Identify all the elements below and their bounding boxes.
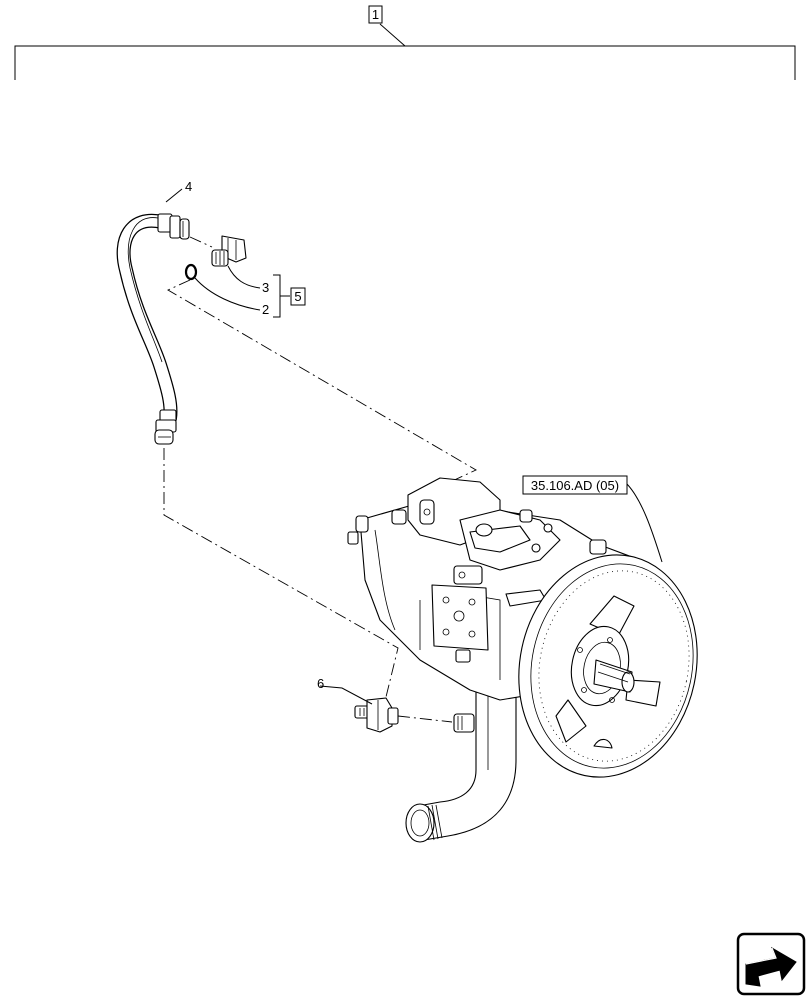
svg-text:1: 1 <box>372 7 379 22</box>
svg-text:6: 6 <box>317 676 324 691</box>
svg-text:3: 3 <box>262 280 269 295</box>
assembly-bracket <box>14 23 796 80</box>
callout-fitting[interactable]: 6 <box>317 676 324 691</box>
svg-text:2: 2 <box>262 302 269 317</box>
connection-line <box>167 279 477 483</box>
callout-assembly[interactable]: 1 <box>368 5 383 24</box>
o-ring[interactable] <box>184 263 198 281</box>
svg-text:5: 5 <box>294 289 301 304</box>
callout-oring[interactable]: 2 <box>262 302 269 317</box>
connection-line <box>189 236 213 248</box>
tee-fitting[interactable] <box>354 697 399 733</box>
plug-fitting[interactable] <box>211 235 247 267</box>
callout-hose[interactable]: 4 <box>185 179 192 194</box>
callout-plug[interactable]: 3 <box>262 280 269 295</box>
svg-text:4: 4 <box>185 179 192 194</box>
connection-line <box>163 448 399 698</box>
connection-line <box>397 715 453 723</box>
reference-callout[interactable]: 35.106.AD (05) <box>522 475 628 495</box>
callout-kit[interactable]: 5 <box>290 287 306 306</box>
reference-leader <box>626 483 663 563</box>
svg-text:35.106.AD (05): 35.106.AD (05) <box>531 478 619 493</box>
hydraulic-pump[interactable] <box>347 477 717 843</box>
hose-assembly[interactable] <box>116 213 190 445</box>
arrow-icon[interactable] <box>736 932 806 996</box>
